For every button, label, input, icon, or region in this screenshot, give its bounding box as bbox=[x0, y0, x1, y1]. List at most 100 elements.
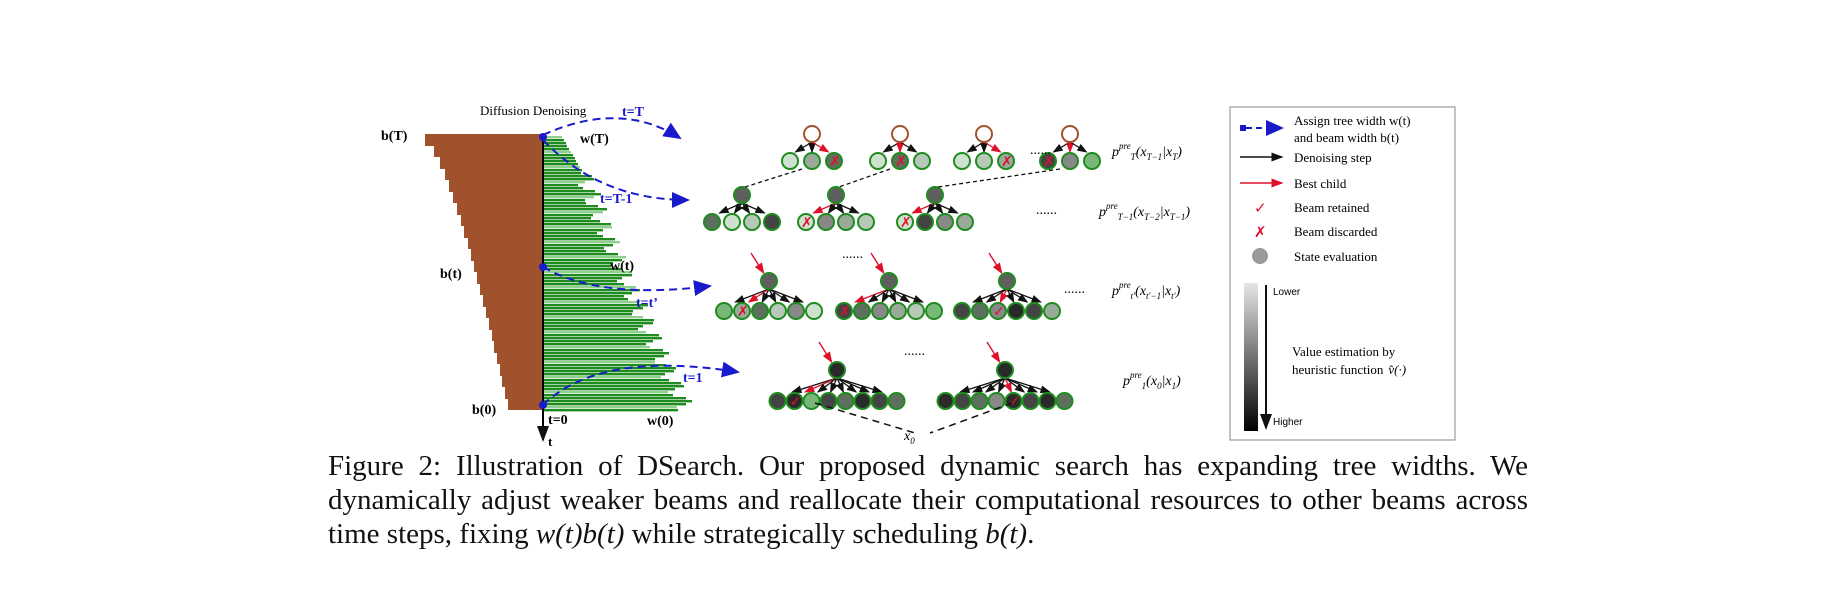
child-node bbox=[743, 213, 761, 231]
tree-width-bar bbox=[544, 178, 594, 181]
child-node bbox=[1039, 152, 1057, 170]
denoise-arrow bbox=[830, 377, 838, 394]
dsearch-diagram: Diffusion Denoising b(T) b(t) b(0) w(T) … bbox=[381, 103, 1456, 449]
child-node bbox=[907, 302, 925, 320]
tree-width-bar bbox=[544, 382, 681, 385]
child-node bbox=[825, 152, 843, 170]
child-node bbox=[896, 213, 914, 231]
tree-width-bar bbox=[544, 160, 576, 163]
denoise-arrow bbox=[816, 377, 838, 393]
prob-part: t′ bbox=[1171, 291, 1177, 301]
child-node bbox=[763, 213, 781, 231]
legend-lower: Lower bbox=[1273, 287, 1301, 298]
child-node bbox=[970, 392, 989, 410]
best-child-arrow bbox=[983, 141, 1002, 153]
prob-part: |x bbox=[1162, 374, 1173, 389]
tree-width-bar bbox=[544, 274, 632, 277]
tree-width-bar bbox=[544, 214, 593, 217]
prob-part: ) bbox=[1184, 205, 1190, 220]
legend-discarded: Beam discarded bbox=[1294, 224, 1378, 239]
dots-mid: ...... bbox=[842, 247, 863, 262]
tree-width-bar bbox=[544, 238, 615, 241]
tree-width-bar bbox=[544, 187, 583, 190]
child-node bbox=[835, 302, 853, 320]
tree-width-bar bbox=[544, 169, 582, 172]
prob-part: p bbox=[1098, 205, 1106, 220]
denoise-arrow bbox=[791, 377, 838, 393]
incoming-best-arrow bbox=[870, 252, 885, 275]
child-node bbox=[936, 213, 954, 231]
prob-label: ppre1(x0|x1) bbox=[1122, 370, 1181, 391]
dots-row4: ...... bbox=[904, 344, 925, 359]
prob-part: T bbox=[1131, 152, 1137, 162]
label-tprime: t=t’ bbox=[636, 296, 658, 311]
cross-mark: ✗ bbox=[737, 303, 749, 319]
tree-width-bar bbox=[544, 262, 613, 265]
caption-text-3: . bbox=[1027, 518, 1035, 550]
parent-node bbox=[828, 361, 846, 379]
prob-part: T−2 bbox=[1144, 212, 1160, 222]
best-child-arrow bbox=[1004, 377, 1012, 394]
tree-width-bar bbox=[544, 373, 665, 376]
tree-width-bar bbox=[544, 250, 606, 253]
child-node bbox=[837, 213, 855, 231]
child-node bbox=[916, 213, 934, 231]
prob-part: T−1 bbox=[1170, 212, 1186, 222]
tree-width-bar bbox=[544, 259, 622, 262]
best-child-arrow bbox=[811, 141, 830, 153]
tree-width-bar bbox=[544, 361, 655, 364]
parent-node bbox=[975, 125, 993, 143]
tree-width-bar bbox=[544, 391, 668, 394]
tree-width-bar bbox=[544, 142, 566, 145]
prob-label: ppret′(xt′−1|xt′) bbox=[1111, 280, 1181, 301]
tree-width-bar bbox=[544, 229, 603, 232]
tree-width-bar bbox=[544, 148, 569, 151]
prob-part: pre bbox=[1129, 370, 1142, 380]
child-node bbox=[870, 392, 889, 410]
cross-mark: ✗ bbox=[801, 214, 813, 230]
x0-line-left bbox=[814, 402, 916, 434]
child-node bbox=[889, 302, 907, 320]
parent-node bbox=[803, 125, 821, 143]
tree-width-bar bbox=[544, 208, 607, 211]
tree-width-bar bbox=[544, 394, 673, 397]
child-node bbox=[857, 213, 875, 231]
parent-node bbox=[733, 186, 751, 204]
child-node bbox=[975, 152, 993, 170]
tree-width-bar bbox=[544, 166, 580, 169]
denoise-arrow bbox=[836, 377, 883, 393]
prob-part: T−1 bbox=[1118, 212, 1134, 222]
denoise-arrow bbox=[1004, 377, 1026, 393]
tree-width-bar bbox=[544, 397, 686, 400]
denoise-arrow bbox=[836, 377, 844, 394]
tree-width-bar bbox=[544, 136, 562, 139]
denoise-arrow bbox=[998, 377, 1006, 394]
denoise-arrow bbox=[836, 377, 858, 393]
cross-mark: ✗ bbox=[895, 153, 907, 169]
prob-part: (x bbox=[1133, 205, 1145, 220]
cross-mark: ✗ bbox=[839, 303, 851, 319]
tree-width-bar bbox=[544, 376, 661, 379]
tree-width-bar bbox=[544, 334, 659, 337]
denoise-arrow bbox=[899, 141, 918, 153]
child-node bbox=[1061, 152, 1079, 170]
parent-node bbox=[998, 272, 1016, 290]
legend-denoising: Denoising step bbox=[1294, 150, 1372, 165]
denoise-arrow bbox=[768, 288, 777, 304]
tree-width-bar bbox=[544, 289, 640, 292]
legend-assign-swatch bbox=[1240, 125, 1246, 131]
label-b0: b(0) bbox=[472, 403, 496, 418]
child-node bbox=[871, 302, 889, 320]
tree-width-bar bbox=[544, 253, 618, 256]
denoise-arrow bbox=[888, 288, 924, 303]
tree-width-bar bbox=[544, 184, 578, 187]
tree-width-bar bbox=[544, 325, 643, 328]
tree-width-bar bbox=[544, 319, 654, 322]
child-node bbox=[723, 213, 741, 231]
beam-connector bbox=[937, 168, 1061, 188]
child-node bbox=[1007, 302, 1025, 320]
prob-part: |x bbox=[1161, 284, 1172, 299]
child-node bbox=[768, 392, 787, 410]
child-node bbox=[853, 392, 872, 410]
